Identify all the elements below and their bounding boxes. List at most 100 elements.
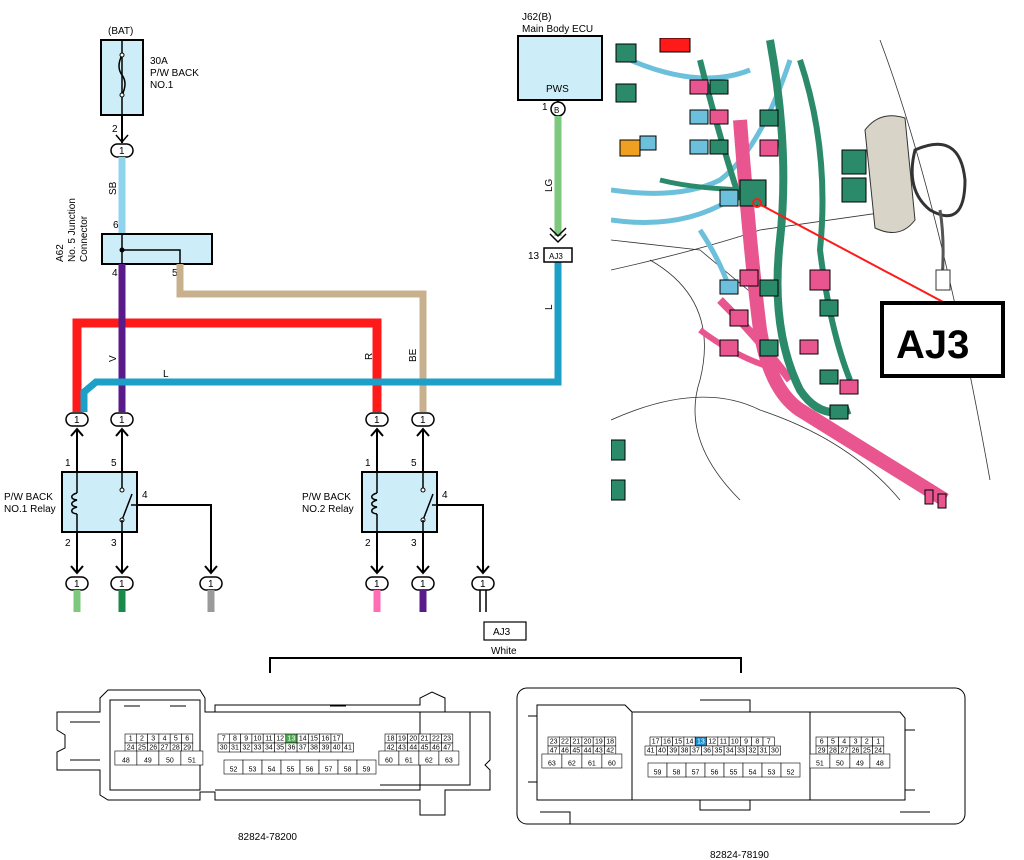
pin-number: 15 [674,739,682,746]
pin-number: 11 [265,736,272,743]
fuse-line1: 30A [150,56,168,67]
pin-number: 7 [222,736,226,743]
pin-number: 46 [432,745,440,752]
pin-number: 51 [816,761,824,768]
pin-number: 4 [842,739,846,746]
fuse-line2: P/W BACK [150,68,199,79]
coil-icon [371,492,378,515]
pin-number: 44 [409,745,417,752]
wire-sb-label: SB [108,181,119,195]
part-number-left: 82824-78200 [238,832,297,843]
pin-number: 36 [703,748,711,755]
wire-lg-label: LG [544,178,555,192]
pin-number: 61 [405,758,413,765]
pin-number: 38 [681,748,689,755]
pin-number: 22 [561,739,569,746]
pin-number: 58 [673,770,681,777]
fuse-icon [118,54,126,96]
pin-number: 3 [854,739,858,746]
pin-cell [869,753,891,769]
pin-number: 60 [385,758,393,765]
pin-number: 32 [748,748,756,755]
pin-number: 33 [737,748,745,755]
aj3-connector-tag [483,621,527,641]
pin-number: 37 [692,748,700,755]
pin-number: 34 [265,745,273,752]
pin-number: 38 [310,745,318,752]
svg-text:AJ3: AJ3 [493,627,511,638]
pin-number: 9 [744,739,748,746]
pin-number: 1 [876,739,880,746]
pin-number: 58 [344,767,352,774]
junction-line2: No. 5 Junction [67,198,78,262]
pin-number: 22 [432,736,440,743]
pin-number: 19 [398,736,406,743]
pin-number: 20 [409,736,417,743]
relay1-line2: NO.1 Relay [4,504,56,515]
pin-number: 11 [720,739,727,746]
pin-number: 39 [321,745,329,752]
pin-number: 42 [606,748,614,755]
svg-text:2: 2 [65,538,71,549]
junction-pin-4: 4 [112,268,118,279]
relay2-line2: NO.2 Relay [302,504,354,515]
pin-number: 47 [550,748,558,755]
switch-icon [121,493,133,521]
wire-l-label: L [163,369,169,380]
svg-text:1: 1 [119,415,125,426]
pin-number: 56 [306,767,314,774]
pin-number: 29 [183,745,191,752]
relay2-line1: P/W BACK [302,492,351,503]
pin-number: 57 [692,770,700,777]
pin-number: 59 [654,770,662,777]
svg-text:1: 1 [74,415,80,426]
pin-number: 49 [144,758,152,765]
pin-number: 56 [711,770,719,777]
relay1-line1: P/W BACK [4,492,53,503]
pin-number: 4 [163,736,167,743]
pin-number: 50 [836,761,844,768]
pin-number: 30 [771,748,779,755]
pin-number: 28 [172,745,180,752]
pin-number: 6 [820,739,824,746]
pin-number: 23 [443,736,451,743]
pin-number: 24 [874,748,882,755]
relay-1 [61,471,138,533]
ecu-line2: Main Body ECU [522,24,593,35]
pin-cell [341,742,354,753]
pin-number: 62 [568,761,576,768]
pin-number: 21 [572,739,580,746]
wire-l-label-2: L [544,304,555,310]
pin-number: 16 [321,736,329,743]
pin-number: 36 [288,745,296,752]
pin-number: 5 [831,739,835,746]
pin-number: 42 [387,745,395,752]
svg-text:1: 1 [480,579,486,590]
svg-text:3: 3 [111,538,117,549]
ecu-terminal: PWS [546,84,569,95]
aj3-callout-box [880,301,1005,378]
pin-number: 7 [767,739,771,746]
bracket [269,657,742,673]
pin-number: 54 [749,770,757,777]
pin-number: 45 [421,745,429,752]
svg-text:1: 1 [119,579,125,590]
pin-number: 32 [242,745,250,752]
fuse-line3: NO.1 [150,80,174,91]
pin-number: 30 [220,745,228,752]
pin-number: 31 [231,745,239,752]
pin-number: 53 [249,767,257,774]
pin-number: 18 [387,736,395,743]
pin-number: 12 [708,739,716,746]
pin-number: 25 [863,748,871,755]
pin-number: 26 [852,748,860,755]
junction-pin-5: 5 [172,268,178,279]
pin-number: 51 [188,758,196,765]
pin-number: 35 [276,745,284,752]
wire-l [80,262,562,412]
pin-number: 47 [443,745,451,752]
pin-number: 40 [658,748,666,755]
pin-number: 41 [344,745,352,752]
